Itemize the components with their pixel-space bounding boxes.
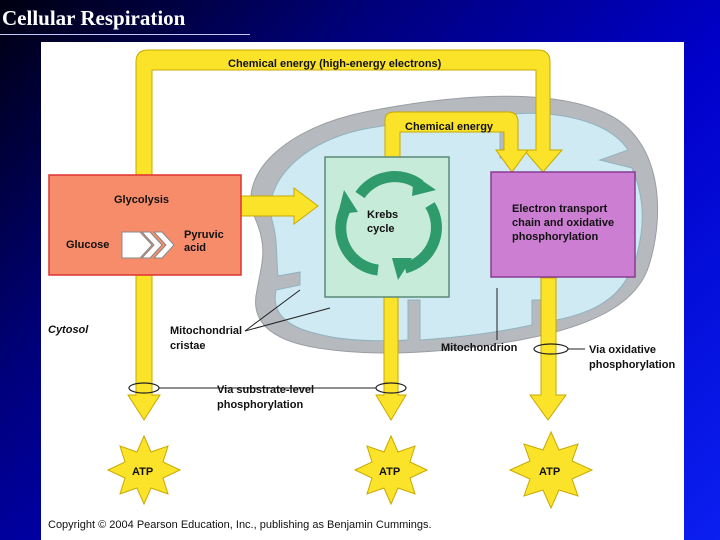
glycolysis-label: Glycolysis [114, 194, 169, 206]
oxidative-label-line2: phosphorylation [589, 359, 675, 371]
cristae-pointer-lines [244, 289, 331, 332]
cellular-respiration-diagram: Glycolysis Glucose Pyruvic acid Krebs cy… [41, 42, 684, 540]
cristae-label-line1: Mitochondrial [170, 325, 242, 337]
mid-energy-arrow [384, 111, 529, 173]
pyruvic-acid-label-line1: Pyruvic [184, 229, 224, 241]
mitochondrion-label: Mitochondrion [441, 342, 518, 354]
atp-label-2: ATP [379, 466, 400, 478]
atp-label-3: ATP [539, 466, 560, 478]
pyruvic-acid-label-line2: acid [184, 242, 206, 254]
oxidative-label-line1: Via oxidative [589, 344, 656, 356]
slide-title: Cellular Respiration [2, 6, 186, 30]
cristae-label-line2: cristae [170, 340, 205, 352]
substrate-label-line1: Via substrate-level [217, 384, 314, 396]
mid-arrow-label: Chemical energy [405, 121, 494, 133]
atp-burst-3: ATP [508, 430, 594, 510]
cytosol-label: Cytosol [48, 324, 89, 336]
krebs-cycle-arrows [335, 171, 442, 276]
substrate-label-line2: phosphorylation [217, 399, 303, 411]
glycolysis-chevrons [121, 231, 175, 259]
glucose-label: Glucose [66, 239, 109, 251]
krebs-label-line2: cycle [367, 223, 395, 235]
krebs-label-line1: Krebs [367, 209, 398, 221]
atp-burst-2: ATP [353, 434, 429, 506]
krebs-cycle-arrowheads [338, 175, 436, 280]
etc-label-line2: chain and oxidative [512, 217, 614, 229]
copyright-notice: Copyright © 2004 Pearson Education, Inc.… [48, 519, 432, 531]
etc-box [490, 171, 636, 278]
etc-label-line3: phosphorylation [512, 231, 598, 243]
top-arrow-label: Chemical energy (high-energy electrons) [228, 58, 442, 70]
glycolysis-box [48, 174, 242, 276]
etc-label-line1: Electron transport [512, 203, 608, 215]
atp-burst-1: ATP [106, 434, 182, 506]
atp-label-1: ATP [132, 466, 153, 478]
title-underline [0, 34, 250, 35]
top-energy-arrow [135, 49, 564, 179]
glycolysis-to-krebs-arrow [240, 187, 319, 225]
